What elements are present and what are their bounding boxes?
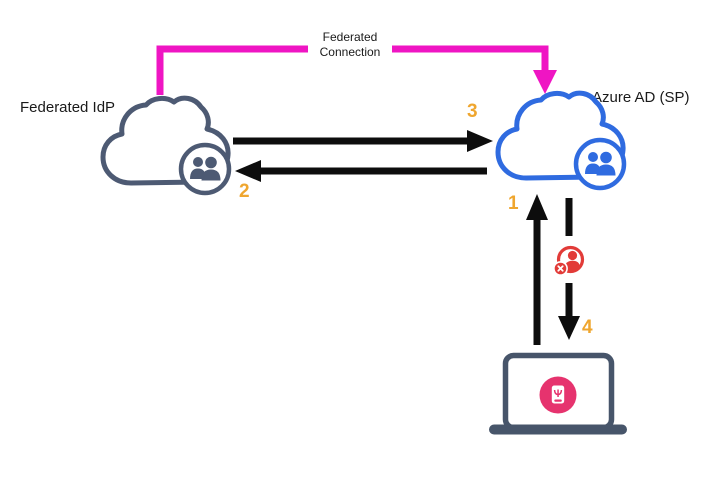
step-1-label: 1 [508,193,519,214]
users-icon [178,142,232,196]
idp-cloud-icon [100,95,232,196]
arrows-idp-sp [233,130,493,182]
sp-cloud-icon [495,90,627,191]
users-icon [573,137,627,191]
azure-ad-sp-label: Azure AD (SP) [592,89,690,106]
step-3-label: 3 [467,101,478,122]
arrow-sp-to-idp [235,160,487,182]
laptop-icon [489,352,627,435]
arrow-client-to-sp [526,194,548,345]
passport-icon [539,376,577,414]
federated-connection-arrow [156,45,557,95]
arrow-idp-to-sp [233,130,493,152]
federated-connection-label: Federated Connection [319,30,381,59]
arrows-client-sp [526,194,580,345]
step-4-label: 4 [582,317,593,338]
federated-idp-label: Federated IdP [20,99,116,116]
user-x-icon [553,245,585,276]
step-2-label: 2 [239,181,250,202]
arrow-sp-to-client [558,198,580,340]
